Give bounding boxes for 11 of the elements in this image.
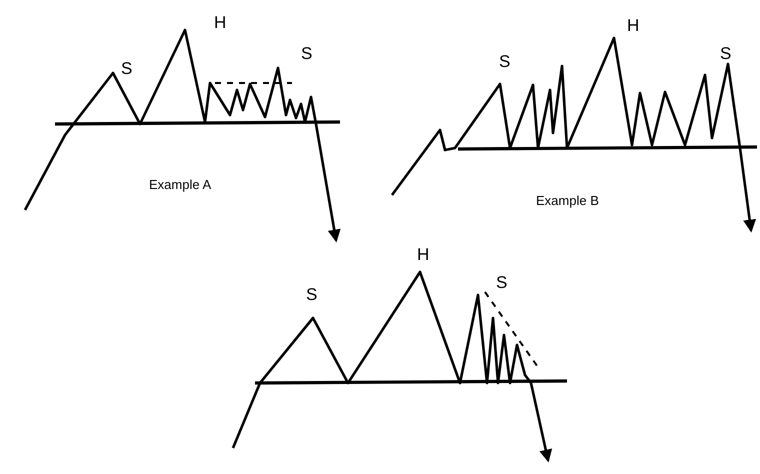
peak-label: S (121, 60, 132, 77)
peak-label: H (417, 246, 430, 263)
peak-label: S (499, 53, 510, 70)
peak-label: S (496, 274, 508, 291)
example-caption: Example A (149, 178, 212, 191)
example-caption: Example B (536, 194, 599, 207)
peak-label: S (720, 45, 732, 62)
peak-label: H (627, 17, 640, 34)
peak-label: H (214, 14, 226, 31)
peak-label: S (306, 286, 318, 303)
peak-label: S (301, 45, 312, 62)
